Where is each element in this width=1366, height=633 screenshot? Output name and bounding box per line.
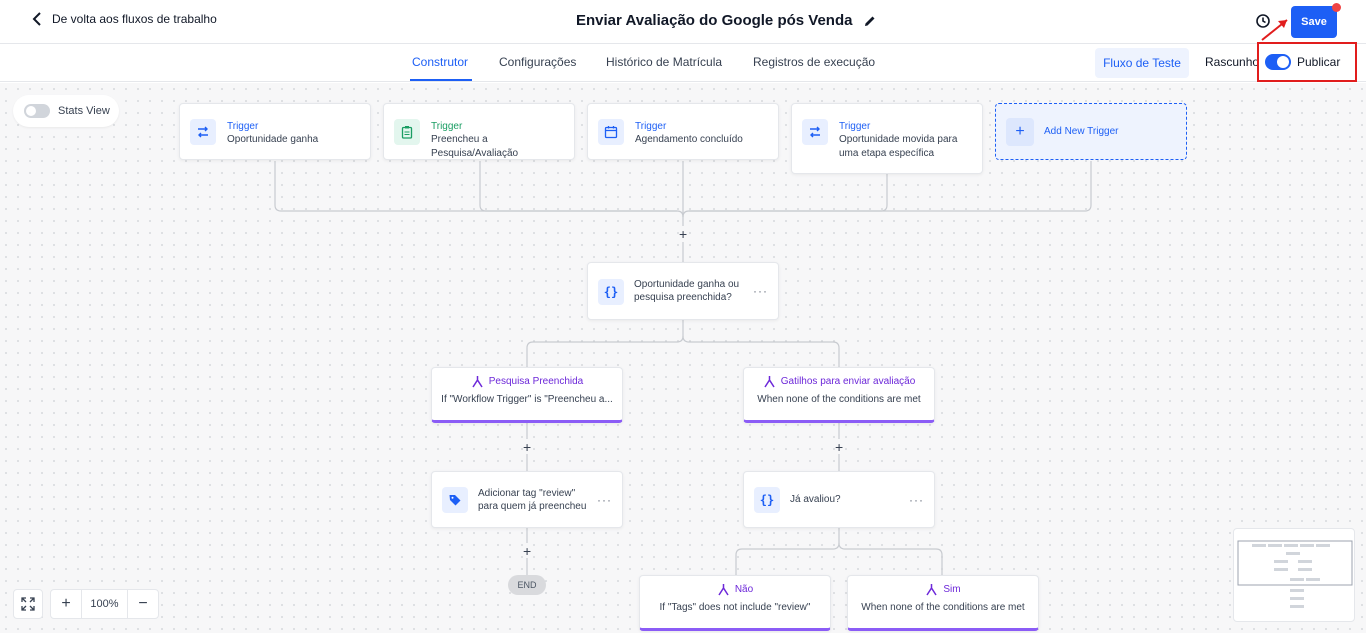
more-options-icon[interactable]: ··· [909,492,924,507]
trigger-title: Trigger [227,121,259,132]
zoom-level: 100% [81,590,128,618]
expand-icon [21,597,35,611]
action-tag-text: Adicionar tag "review" para quem já pree… [478,487,587,512]
zoom-control: + 100% − [50,589,159,619]
braces-icon: {} [598,278,624,305]
top-header: De volta aos fluxos de trabalho Enviar A… [0,0,1366,44]
clipboard-icon [394,119,420,145]
add-new-trigger-button[interactable]: + Add New Trigger [995,103,1187,160]
calendar-icon [598,119,624,145]
back-label: De volta aos fluxos de trabalho [52,12,217,26]
more-options-icon[interactable]: ··· [597,492,612,507]
minimap[interactable] [1233,528,1355,622]
stats-view-toggle[interactable]: Stats View [13,95,119,127]
tag-icon [442,487,468,513]
workflow-canvas[interactable] [0,83,1366,633]
trigger-title: Trigger [839,121,871,132]
condition-node-main[interactable]: {} Oportunidade ganha ou pesquisa preenc… [587,262,779,320]
branch-gatilhos[interactable]: Gatilhos para enviar avaliação When none… [743,367,935,423]
branch-nao[interactable]: Não If "Tags" does not include "review" [639,575,831,631]
active-tab-indicator [410,79,472,81]
publish-label: Publicar [1297,55,1341,69]
more-options-icon[interactable]: ··· [753,284,768,298]
condition-second-text: Já avaliou? [790,494,841,505]
branch-title: Gatilhos para enviar avaliação [780,376,916,387]
branch-subtitle: If "Workflow Trigger" is "Preencheu a... [441,394,613,405]
fit-view-button[interactable] [13,589,43,619]
branch-fork-icon [472,376,483,388]
branch-subtitle: If "Tags" does not include "review" [659,602,811,613]
notification-dot [1332,3,1341,12]
swap-arrows-icon [190,119,216,145]
action-add-tag[interactable]: Adicionar tag "review" para quem já pree… [431,471,623,528]
branch-fork-icon [926,584,938,596]
highlight-box [1257,42,1357,82]
plus-icon: + [1006,117,1034,146]
trigger-subtitle: Oportunidade ganha [227,134,319,145]
branch-subtitle: When none of the conditions are met [757,394,921,405]
trigger-subtitle: Agendamento concluído [635,134,743,145]
add-step-plus[interactable]: + [523,543,532,559]
test-workflow-button[interactable]: Fluxo de Teste [1095,48,1189,78]
chevron-left-icon [32,12,41,26]
branch-pesquisa-preenchida[interactable]: Pesquisa Preenchida If "Workflow Trigger… [431,367,623,423]
workflow-title: Enviar Avaliação do Google pós Venda [576,12,876,29]
publish-toggle[interactable] [1265,54,1291,70]
pencil-icon[interactable] [864,15,876,27]
minimap-preview [1237,540,1353,608]
back-link[interactable]: De volta aos fluxos de trabalho [32,12,217,26]
zoom-out-button[interactable]: − [138,595,148,612]
draft-label: Rascunho [1205,55,1260,69]
braces-icon: {} [754,487,780,513]
trigger-subtitle: Oportunidade movida para uma etapa espec… [839,134,958,159]
end-node: END [508,575,546,595]
tab-historico[interactable]: Histórico de Matrícula [606,55,723,69]
add-trigger-label: Add New Trigger [1044,126,1119,137]
stats-view-label: Stats View [58,105,110,117]
branch-fork-icon [764,376,775,388]
zoom-in-button[interactable]: + [61,595,71,612]
tab-configuracoes[interactable]: Configurações [499,55,577,69]
trigger-title: Trigger [431,121,463,132]
branch-fork-icon [718,584,729,596]
add-step-plus[interactable]: + [835,439,844,455]
history-icon[interactable] [1255,13,1271,29]
save-button[interactable]: Save [1291,6,1337,38]
branch-title: Sim [943,584,961,595]
branch-sim[interactable]: Sim When none of the conditions are met [847,575,1039,631]
condition-node-ja-avaliou[interactable]: {} Já avaliou? ··· [743,471,935,528]
add-step-plus[interactable]: + [523,439,532,455]
branch-title: Não [734,584,754,595]
condition-main-text: Oportunidade ganha ou pesquisa preenchid… [634,279,740,303]
tab-registros[interactable]: Registros de execução [753,55,876,69]
add-step-plus[interactable]: + [679,226,688,242]
trigger-title: Trigger [635,121,667,132]
swap-arrows-icon [802,119,828,145]
tabs-bar: Construtor Configurações Histórico de Ma… [0,44,1366,82]
tab-construtor[interactable]: Construtor [412,55,469,69]
stats-switch[interactable] [24,104,50,118]
branch-subtitle: When none of the conditions are met [861,602,1025,613]
workflow-title-text: Enviar Avaliação do Google pós Venda [576,12,853,29]
branch-title: Pesquisa Preenchida [488,376,584,387]
trigger-subtitle: Preencheu a Pesquisa/Avaliação [431,134,519,159]
